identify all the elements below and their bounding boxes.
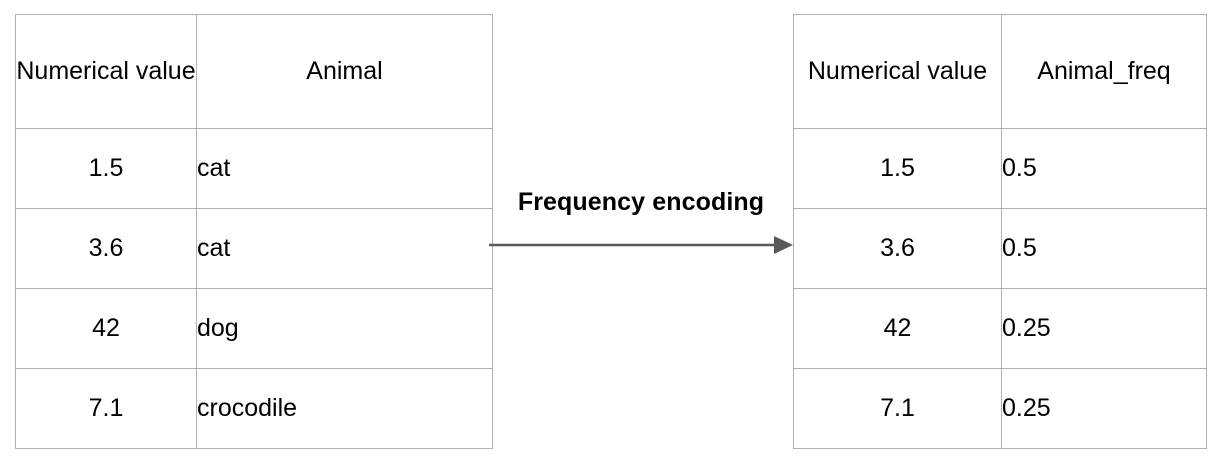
encoded-header-animal-freq: Animal_freq xyxy=(1001,14,1207,129)
source-cell-animal: cat xyxy=(196,128,493,209)
table-row: 3.6 cat xyxy=(15,208,493,289)
table-row: 1.5 cat xyxy=(15,128,493,209)
transformation-label: Frequency encoding xyxy=(517,188,765,216)
source-header-animal: Animal xyxy=(196,14,493,129)
table-row: 1.5 0.5 xyxy=(793,128,1207,209)
encoded-cell-animal-freq: 0.5 xyxy=(1001,208,1207,289)
encoded-header-numerical-value: Numerical value xyxy=(793,14,1002,129)
encoded-cell-animal-freq: 0.25 xyxy=(1001,368,1207,449)
source-cell-animal: dog xyxy=(196,288,493,369)
table-row: 42 dog xyxy=(15,288,493,369)
source-cell-numerical-value: 1.5 xyxy=(15,128,197,209)
encoded-cell-numerical-value: 3.6 xyxy=(793,208,1002,289)
source-header-numerical-value: Numerical value xyxy=(15,14,197,129)
encoded-cell-numerical-value: 42 xyxy=(793,288,1002,369)
source-cell-numerical-value: 3.6 xyxy=(15,208,197,289)
table-header-row: Numerical value Animal xyxy=(15,14,493,129)
source-cell-animal: cat xyxy=(196,208,493,289)
table-row: 7.1 0.25 xyxy=(793,368,1207,449)
source-cell-animal: crocodile xyxy=(196,368,493,449)
table-row: 7.1 crocodile xyxy=(15,368,493,449)
encoded-table: Numerical value Animal_freq 1.5 0.5 3.6 … xyxy=(793,14,1207,449)
encoded-cell-animal-freq: 0.5 xyxy=(1001,128,1207,209)
encoded-cell-numerical-value: 1.5 xyxy=(793,128,1002,209)
table-header-row: Numerical value Animal_freq xyxy=(793,14,1207,129)
right-arrow-icon xyxy=(489,236,793,254)
source-cell-numerical-value: 42 xyxy=(15,288,197,369)
table-row: 3.6 0.5 xyxy=(793,208,1207,289)
source-table: Numerical value Animal 1.5 cat 3.6 cat 4… xyxy=(15,14,493,449)
encoded-cell-numerical-value: 7.1 xyxy=(793,368,1002,449)
source-cell-numerical-value: 7.1 xyxy=(15,368,197,449)
transformation-arrow-group: Frequency encoding xyxy=(488,188,798,268)
encoded-cell-animal-freq: 0.25 xyxy=(1001,288,1207,369)
table-row: 42 0.25 xyxy=(793,288,1207,369)
